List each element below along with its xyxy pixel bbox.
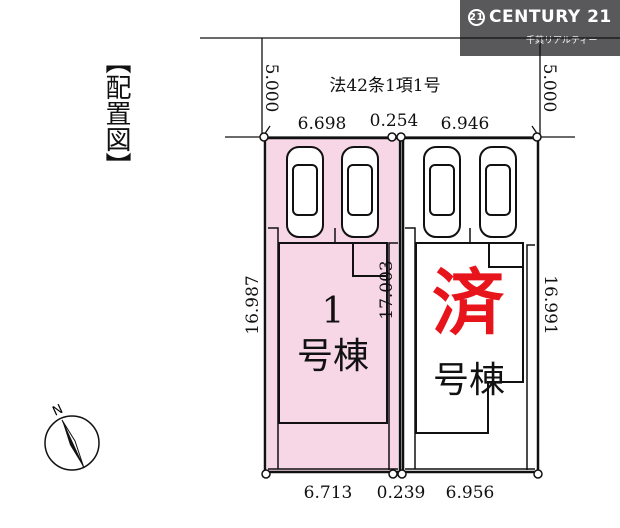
dim-bottom-left: 6.713 [304,483,353,503]
compass-icon: N [44,402,100,471]
lot-boundaries [263,136,540,474]
lot-1-label: 号棟 [297,336,369,377]
car-icon [286,146,324,238]
setback-left: 5.000 [261,64,281,113]
dim-right-depth: 16.991 [540,275,560,334]
parking-cars [286,146,517,238]
boundary-markers [259,132,543,479]
logo-branch: 千葉リアルティー [526,36,598,46]
logo-brand: CENTURY 21 [489,7,612,27]
dim-top-mid: 0.254 [370,111,419,131]
house-footprints [278,242,524,434]
lot-2-label: 号棟 [433,360,505,401]
dim-left-depth: 16.987 [243,275,263,334]
logo-circle: 21 [468,8,485,26]
house-1-footprint [278,242,388,424]
dim-bottom-right: 6.956 [446,483,495,503]
dim-middle-depth: 17.003 [377,260,397,319]
setback-right: 5.000 [539,64,559,113]
lot-1-number: 1 [322,291,345,332]
dim-bottom-mid: 0.239 [377,483,426,503]
road-label: 法42条1項1号 [329,76,440,96]
dim-top-right: 6.946 [441,114,490,134]
car-icon [341,146,379,238]
house-2-footprint [415,242,524,434]
page-heading: 【配置図】 [101,48,131,178]
dim-top-left: 6.698 [298,114,347,134]
car-icon [423,146,461,238]
sold-stamp: 済 [432,261,505,345]
car-icon [479,146,517,238]
